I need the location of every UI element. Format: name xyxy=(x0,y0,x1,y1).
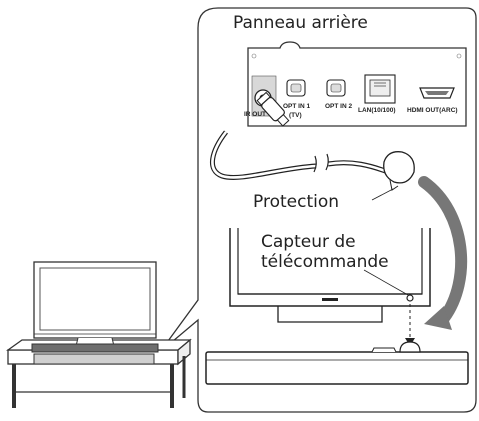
small-soundbar xyxy=(31,343,159,353)
opt-in-1-label: OPT IN 1 xyxy=(283,103,311,110)
move-arrow xyxy=(418,176,468,330)
small-tv-setup xyxy=(5,261,192,408)
panel-title: Panneau arrière xyxy=(233,13,368,33)
protection-label: Protection xyxy=(253,192,340,212)
sensor-label-line2: télécommande xyxy=(261,252,389,272)
soundbar-closeup xyxy=(205,341,469,385)
hdmi-label: HDMI OUT(ARC) xyxy=(407,107,458,114)
ir-cable xyxy=(210,91,415,201)
sensor-label-line1: Capteur de xyxy=(261,232,356,252)
lan-label: LAN(10/100) xyxy=(358,107,396,114)
tv-closeup xyxy=(229,228,431,346)
protection-cap xyxy=(383,151,415,184)
ir-emitter xyxy=(399,341,421,353)
opt-in-2-label: OPT IN 2 xyxy=(325,103,353,110)
opt-in-1-sublabel: (TV) xyxy=(289,112,302,119)
ir-out-label: IR OUT xyxy=(244,111,267,118)
remote-sensor xyxy=(406,294,414,302)
